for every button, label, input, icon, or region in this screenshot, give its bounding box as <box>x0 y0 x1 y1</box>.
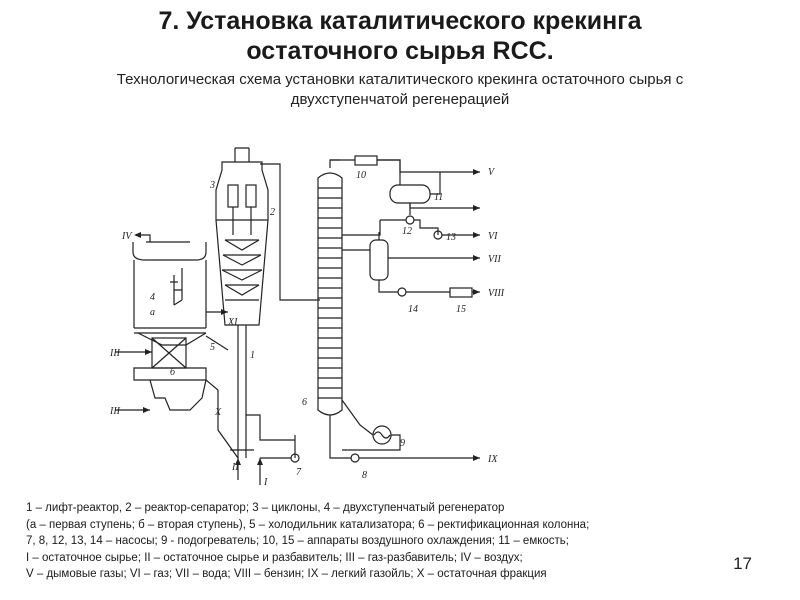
label-X: X <box>214 407 222 418</box>
label-4: 4 <box>150 292 155 303</box>
label-7: 7 <box>296 467 302 478</box>
label-XI: XI <box>227 317 238 328</box>
label-I: I <box>263 477 268 488</box>
title-line-1: 7. Установка каталитического крекинга <box>158 7 642 35</box>
rectification-column <box>317 159 343 416</box>
label-3: 3 <box>209 180 215 191</box>
subtitle-line-2: двухступенчатой регенерацией <box>290 91 510 108</box>
label-11: 11 <box>434 192 443 203</box>
label-8: 8 <box>362 470 367 481</box>
legend-line-3: 7, 8, 12, 13, 14 – насосы; 9 - подогрева… <box>26 535 569 547</box>
label-9: 9 <box>400 438 405 449</box>
legend-line-1: 1 – лифт-реактор, 2 – реактор-сепаратор;… <box>26 502 505 514</box>
label-a: а <box>150 307 155 318</box>
legend-line-2: (а – первая ступень; б – вторая ступень)… <box>26 518 590 531</box>
legend-line-4: I – остаточное сырье; II – остаточное сы… <box>26 551 523 564</box>
label-13: 13 <box>446 232 456 243</box>
page-number: 17 <box>733 554 752 573</box>
label-1: 1 <box>250 350 255 361</box>
label-III-bottom: III <box>110 406 121 417</box>
label-15: 15 <box>456 304 466 315</box>
label-VII: VII <box>488 254 501 265</box>
label-VIII: VIII <box>488 288 505 299</box>
reactor-separator <box>215 147 269 458</box>
label-5: 5 <box>210 342 215 353</box>
subtitle-line-1: Технологическая схема установки каталити… <box>116 71 684 88</box>
rcc-process-diagram: 3 2 1 4 а б 5 6 7 8 9 10 11 12 13 14 15 … <box>110 147 505 488</box>
label-VI: VI <box>488 231 498 242</box>
label-IX: IX <box>487 454 498 465</box>
slide-title: 7. Установка каталитического крекинга ос… <box>0 6 800 66</box>
vapor-line <box>260 163 320 301</box>
regenerator <box>132 241 239 459</box>
label-14: 14 <box>408 304 418 315</box>
label-10: 10 <box>356 170 366 181</box>
label-12: 12 <box>402 226 412 237</box>
title-line-2: остаточного сырья RCC. <box>246 37 554 65</box>
slide-subtitle: Технологическая схема установки каталити… <box>40 70 760 110</box>
label-2: 2 <box>270 207 275 218</box>
label-b: б <box>170 367 176 378</box>
label-III-top: III <box>110 348 121 359</box>
label-6: 6 <box>302 397 307 408</box>
label-IV: IV <box>121 231 133 242</box>
label-V: V <box>488 167 496 178</box>
diagram-legend: 1 – лифт-реактор, 2 – реактор-сепаратор;… <box>26 500 746 583</box>
label-II: II <box>231 462 239 473</box>
legend-line-5: V – дымовые газы; VI – газ; VII – вода; … <box>26 568 547 580</box>
